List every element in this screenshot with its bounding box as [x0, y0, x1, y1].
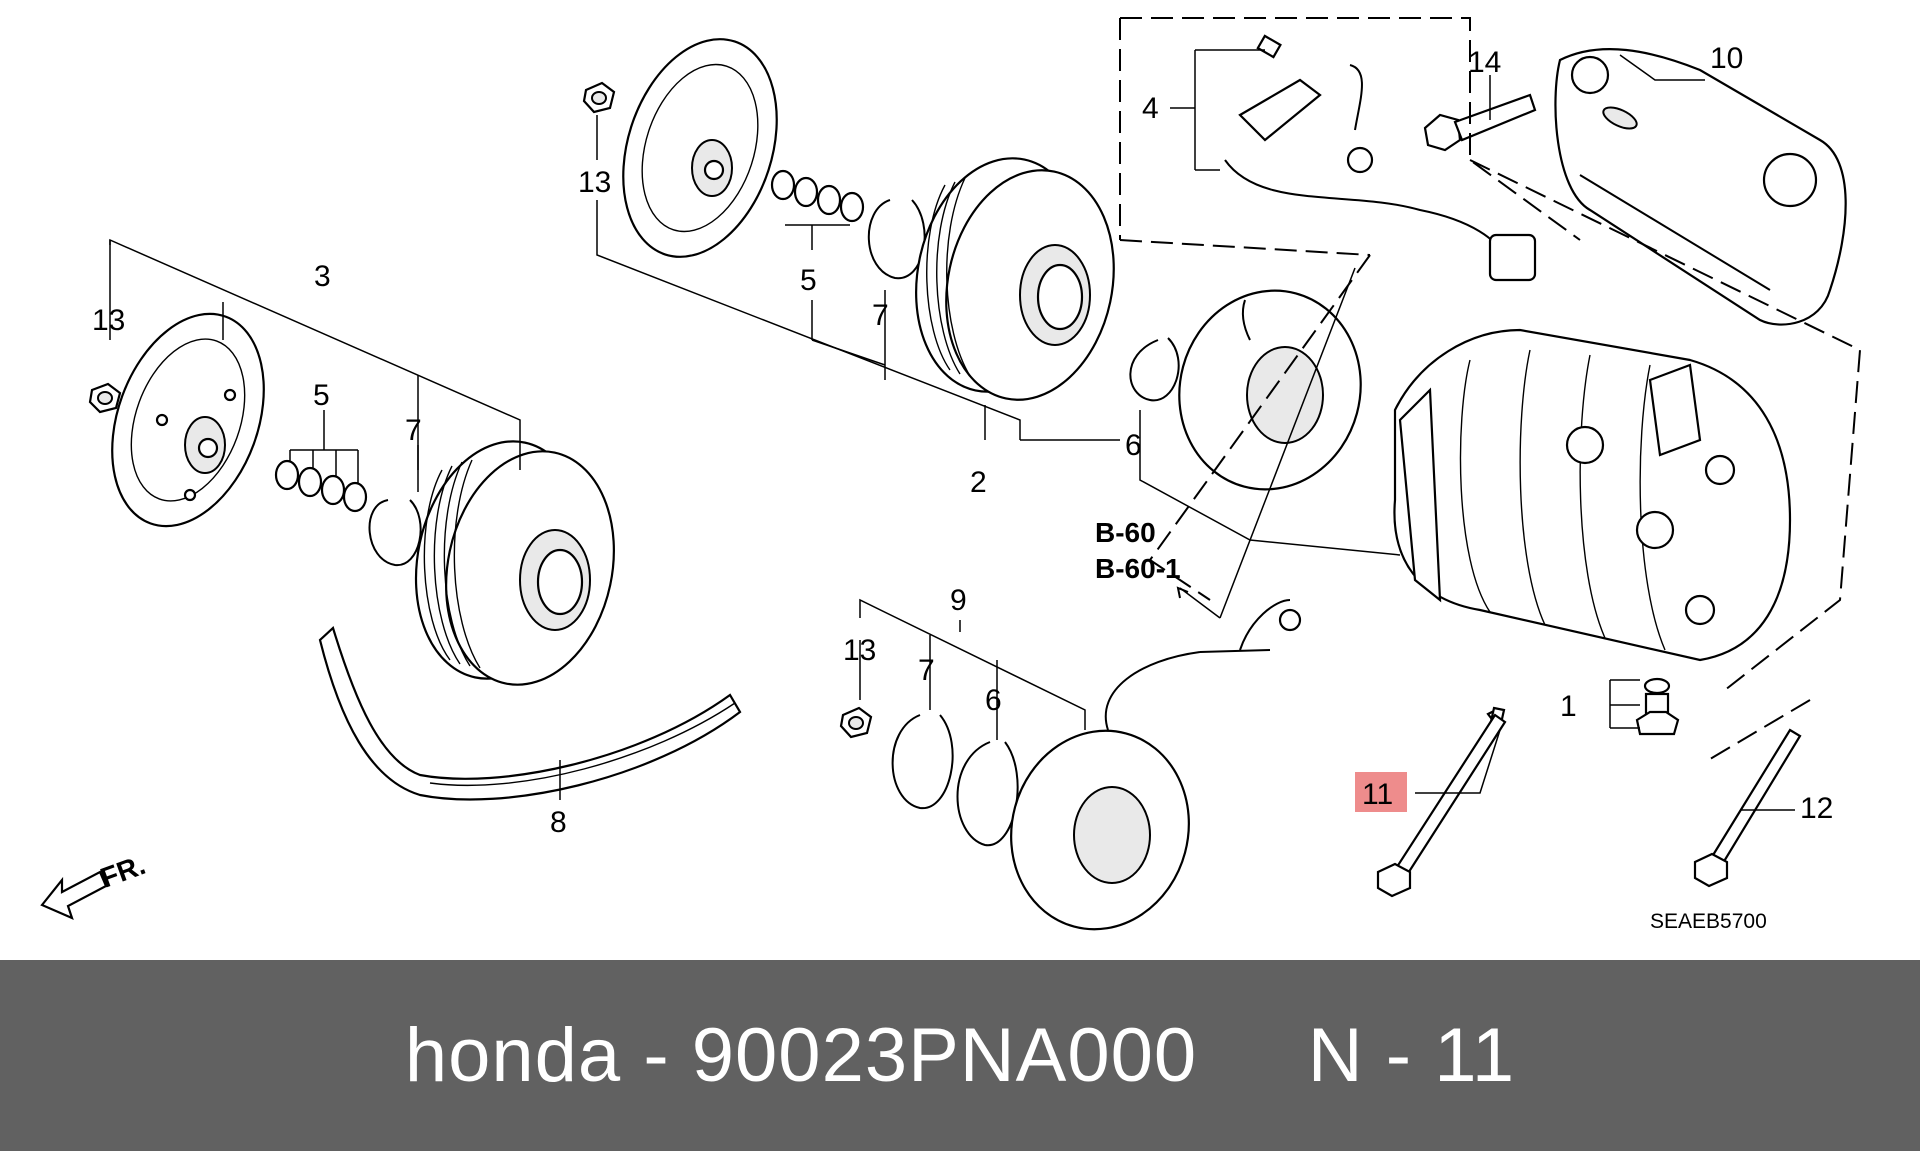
separator: -: [643, 1013, 670, 1098]
nut-13-center: [582, 81, 616, 114]
position-number: 11: [1434, 1013, 1516, 1098]
brand-name: honda: [404, 1013, 622, 1098]
nut-13-lower: [839, 706, 873, 739]
callout-10: 10: [1710, 42, 1743, 75]
armature-plate-center: [622, 38, 778, 258]
assembly-outline: [1119, 17, 1862, 763]
callout-2: 2: [970, 466, 987, 499]
callout-9: 9: [950, 584, 967, 617]
plug-bolt-1: [1635, 677, 1680, 736]
field-coil-center: [1178, 289, 1362, 491]
callout-11-highlight: [1355, 772, 1407, 812]
callout-3: 3: [314, 260, 331, 293]
front-arrow-icon: FR.: [40, 849, 149, 920]
callout-8: 8: [550, 806, 567, 839]
nut-13-left: [88, 382, 122, 414]
snap-ring-6-center: [1129, 337, 1180, 402]
snap-ring-7-center: [867, 199, 926, 280]
callout-11: 11: [1362, 778, 1393, 811]
position-prefix: N: [1307, 1013, 1364, 1098]
parts-diagram: FR. 3 13 5 7 8 13 5 7 2 6 4 14 10 9 13 7…: [40, 17, 1862, 933]
bolt-11: [1376, 706, 1507, 898]
callout-13-center: 13: [578, 166, 611, 199]
callout-labels: 3 13 5 7 8 13 5 7 2 6 4 14 10 9 13 7 6 1…: [92, 42, 1833, 933]
shims-5-center: [770, 169, 865, 223]
snap-ring-7-left: [368, 499, 422, 567]
snap-ring-7-lower: [891, 714, 954, 810]
callout-6-center: 6: [1125, 429, 1142, 462]
leader-lines: [109, 49, 1795, 811]
drawing-code: SEAEB5700: [1650, 910, 1767, 933]
separator-2: -: [1385, 1013, 1413, 1098]
part-number: 90023PNA000: [691, 1013, 1198, 1098]
callout-13-lower: 13: [843, 634, 876, 667]
snap-ring-6-lower: [956, 741, 1019, 847]
callout-7-lower: 7: [918, 654, 935, 687]
callout-12: 12: [1800, 792, 1833, 825]
drive-belt-8: [318, 626, 742, 801]
compressor-body: [1393, 328, 1792, 662]
part-info-footer: honda - 90023PNA000 N - 11: [0, 960, 1920, 1151]
thermal-sensor-4: [1224, 34, 1537, 282]
callout-5-center: 5: [800, 264, 817, 297]
pulley-left: [414, 440, 615, 686]
front-marker-label: FR.: [96, 849, 149, 894]
callout-1: 1: [1560, 690, 1577, 723]
field-coil-lower: [1010, 599, 1302, 931]
part-info-text: honda - 90023PNA000 N - 11: [405, 1012, 1515, 1099]
shims-5-left: [274, 459, 368, 513]
pulley-center: [915, 157, 1115, 401]
callout-7-center: 7: [872, 299, 889, 332]
bolt-14: [1423, 93, 1537, 152]
callout-14: 14: [1468, 46, 1501, 79]
reference-b-60: B-60: [1095, 517, 1156, 548]
armature-plate-left: [111, 312, 265, 528]
callout-13-left: 13: [92, 304, 125, 337]
callout-7-left: 7: [405, 414, 422, 447]
callout-4: 4: [1142, 92, 1159, 125]
bracket-10: [1554, 47, 1847, 326]
reference-b-60-1: B-60-1: [1095, 553, 1181, 584]
callout-6-lower: 6: [985, 684, 1002, 717]
bolt-12: [1693, 728, 1802, 888]
callout-5-left: 5: [313, 379, 330, 412]
